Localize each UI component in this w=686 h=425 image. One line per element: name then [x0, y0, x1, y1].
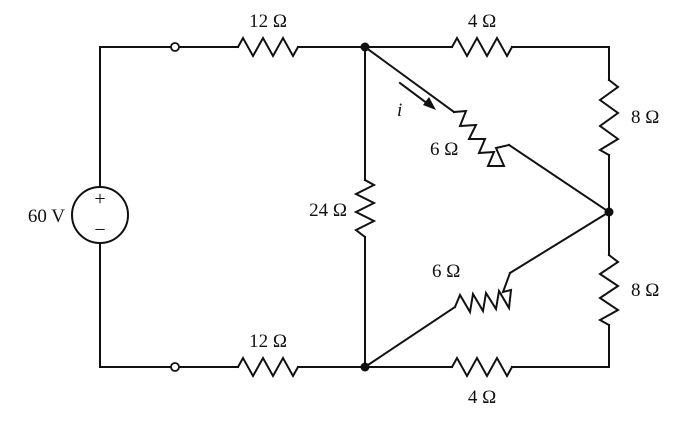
label-resistor-top-right: 4 Ω: [468, 11, 496, 32]
node-right: [604, 207, 614, 217]
resistor-diag-lower-6: [453, 271, 513, 315]
wire-diag-upper-a: [363, 45, 456, 114]
voltage-source-circle: [71, 186, 129, 244]
wire-diag-lower-b: [508, 210, 611, 275]
label-source-voltage: 60 V: [28, 206, 65, 227]
resistor-middle-24: [353, 178, 377, 239]
resistor-bottom-left-12: [236, 355, 300, 379]
wire-4a-to-corner: [511, 46, 610, 81]
wire-bottom-left: [99, 242, 173, 368]
resistors: [236, 35, 620, 379]
label-resistor-middle: 24 Ω: [309, 200, 347, 221]
resistor-bottom-4: [450, 355, 514, 379]
node-top-middle: [360, 42, 370, 52]
current-arrow-head: [423, 97, 436, 110]
wire-diag-lower-a: [363, 305, 457, 369]
label-resistor-top-left: 12 Ω: [249, 11, 287, 32]
resistor-diag-upper-6: [452, 109, 511, 167]
voltage-source-minus: −: [94, 219, 105, 241]
label-resistor-right-lower: 8 Ω: [631, 280, 659, 301]
label-resistor-diag-lower: 6 Ω: [432, 261, 460, 282]
wire-diag-upper-b: [507, 143, 611, 214]
current-arrow-shaft: [398, 81, 430, 106]
label-resistor-right-upper: 8 Ω: [631, 107, 659, 128]
label-resistor-bottom-left: 12 Ω: [249, 331, 287, 352]
voltage-source-plus: +: [94, 188, 105, 210]
resistor-top-left-12: [236, 35, 300, 59]
node-bottom-middle: [360, 362, 370, 372]
label-resistor-diag-upper: 6 Ω: [430, 139, 458, 160]
resistor-top-4: [450, 35, 514, 59]
terminal-top: [170, 42, 180, 52]
voltage-source: + −: [71, 186, 129, 244]
terminal-bottom: [170, 362, 180, 372]
resistor-right-lower-8: [597, 253, 620, 327]
wires: [99, 45, 611, 369]
label-resistor-bottom-right: 4 Ω: [468, 387, 496, 408]
label-current: i: [397, 100, 402, 121]
wire-4b-to-corner: [511, 324, 610, 368]
resistor-right-upper-8: [598, 78, 620, 157]
current-arrow: [398, 81, 436, 110]
